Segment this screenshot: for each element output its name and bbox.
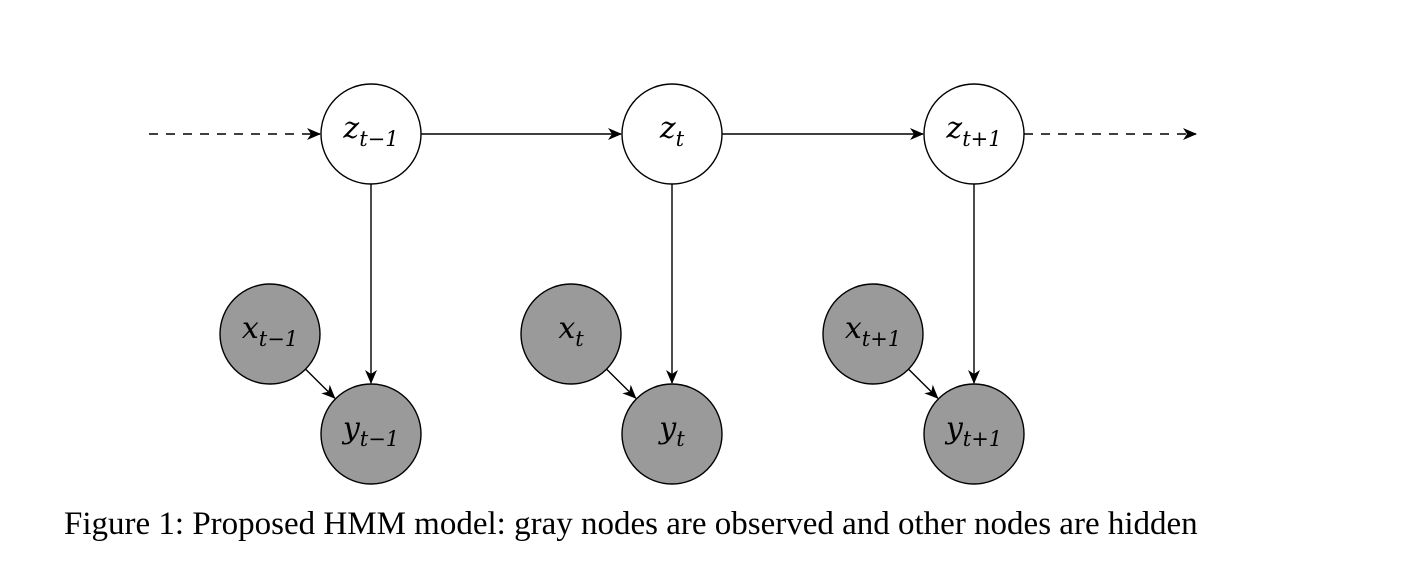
node-circle xyxy=(320,383,422,485)
node-subscript: t−1 xyxy=(259,327,298,351)
node-subscript: t xyxy=(676,127,685,151)
node-subscript: t+1 xyxy=(963,427,1002,451)
node-circle xyxy=(923,83,1025,185)
node-x-cur: xt xyxy=(520,283,622,385)
node-z-cur: zt xyxy=(621,83,723,185)
edge-x-next-to-y-next xyxy=(908,368,939,399)
node-label: xt+1 xyxy=(845,311,901,351)
node-subscript: t+1 xyxy=(862,327,901,351)
node-circle xyxy=(520,283,622,385)
node-subscript: t+1 xyxy=(962,127,1001,151)
node-circle xyxy=(621,83,723,185)
node-y-next: yt+1 xyxy=(923,383,1025,485)
node-subscript: t xyxy=(676,427,685,451)
node-circle xyxy=(219,283,321,385)
node-subscript: t−1 xyxy=(360,427,399,451)
node-variable: x xyxy=(558,311,575,346)
node-y-cur: yt xyxy=(621,383,723,485)
node-variable: x xyxy=(242,311,259,346)
node-x-next: xt+1 xyxy=(822,283,924,385)
node-z-next: zt+1 xyxy=(923,83,1025,185)
edge-x-cur-to-y-cur xyxy=(606,368,637,399)
node-label: yt xyxy=(657,411,685,451)
node-y-prev: yt−1 xyxy=(320,383,422,485)
node-x-prev: xt−1 xyxy=(219,283,321,385)
node-circle xyxy=(320,83,422,185)
node-variable: z xyxy=(342,111,359,146)
node-label: xt xyxy=(558,311,584,351)
edges xyxy=(149,128,1197,399)
node-variable: y xyxy=(657,411,677,446)
node-label: xt−1 xyxy=(242,311,298,351)
node-variable: x xyxy=(845,311,862,346)
node-subscript: t−1 xyxy=(359,127,398,151)
node-label: zt+1 xyxy=(945,111,1001,151)
node-z-prev: zt−1 xyxy=(320,83,422,185)
figure-caption: Figure 1: Proposed HMM model: gray nodes… xyxy=(64,506,1198,542)
node-circle xyxy=(822,283,924,385)
node-label: yt+1 xyxy=(944,411,1002,451)
node-subscript: t xyxy=(575,327,584,351)
node-circle xyxy=(923,383,1025,485)
node-label: zt−1 xyxy=(342,111,398,151)
node-variable: z xyxy=(945,111,962,146)
node-variable: z xyxy=(659,111,676,146)
node-variable: y xyxy=(341,411,361,446)
node-variable: y xyxy=(944,411,964,446)
node-circle xyxy=(621,383,723,485)
edge-x-prev-to-y-prev xyxy=(305,368,336,399)
node-label: zt xyxy=(659,111,685,151)
node-label: yt−1 xyxy=(341,411,399,451)
